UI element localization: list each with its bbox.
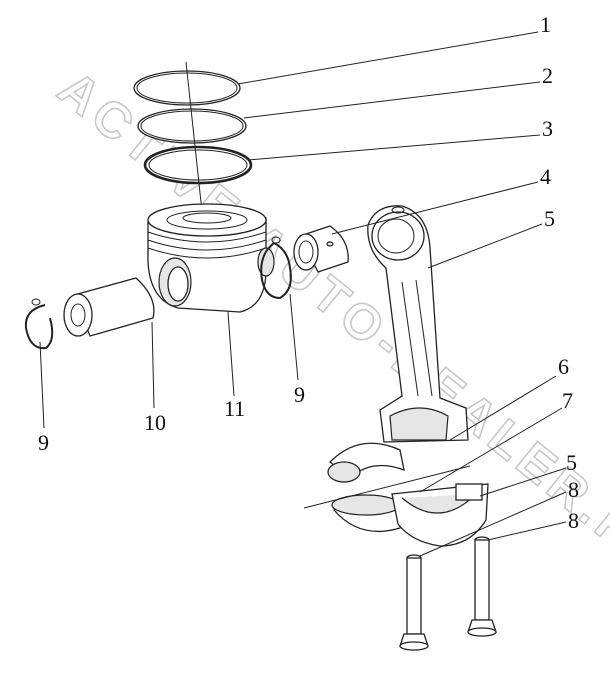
connecting-rod-cap [391,483,489,547]
callout-1: 1 [540,12,551,37]
callout-6: 6 [558,354,569,379]
callout-3: 3 [542,116,553,141]
callout-9a: 9 [38,430,49,455]
rod-bolt-right [467,536,497,637]
callout-8b: 8 [568,508,579,533]
callout-10: 10 [144,410,166,435]
callout-4: 4 [540,164,551,189]
leader-lines [39,31,567,557]
circlip-right [260,236,292,300]
piston-ring-2 [137,108,247,144]
callout-2: 2 [542,63,553,88]
callout-8a: 8 [568,477,579,502]
piston-ring-3 [143,145,253,185]
callout-5b: 5 [566,450,577,475]
rod-bolt-left [399,554,429,651]
callout-5a: 5 [544,206,555,231]
watermark: ACTIVE-AUTO-DEALER.RU [48,60,610,591]
circlip-left [24,298,54,350]
piston [147,203,275,313]
crankshaft-axis-line [303,465,471,509]
bearing-shell-lower [331,494,405,532]
callout-7: 7 [562,388,573,413]
connecting-rod [367,205,469,443]
piston-pin [63,277,155,337]
callout-9b: 9 [294,382,305,407]
small-end-bushing [293,225,349,273]
bearing-shell-upper [327,442,405,483]
callout-11: 11 [224,396,245,421]
piston-ring-1 [133,70,241,106]
